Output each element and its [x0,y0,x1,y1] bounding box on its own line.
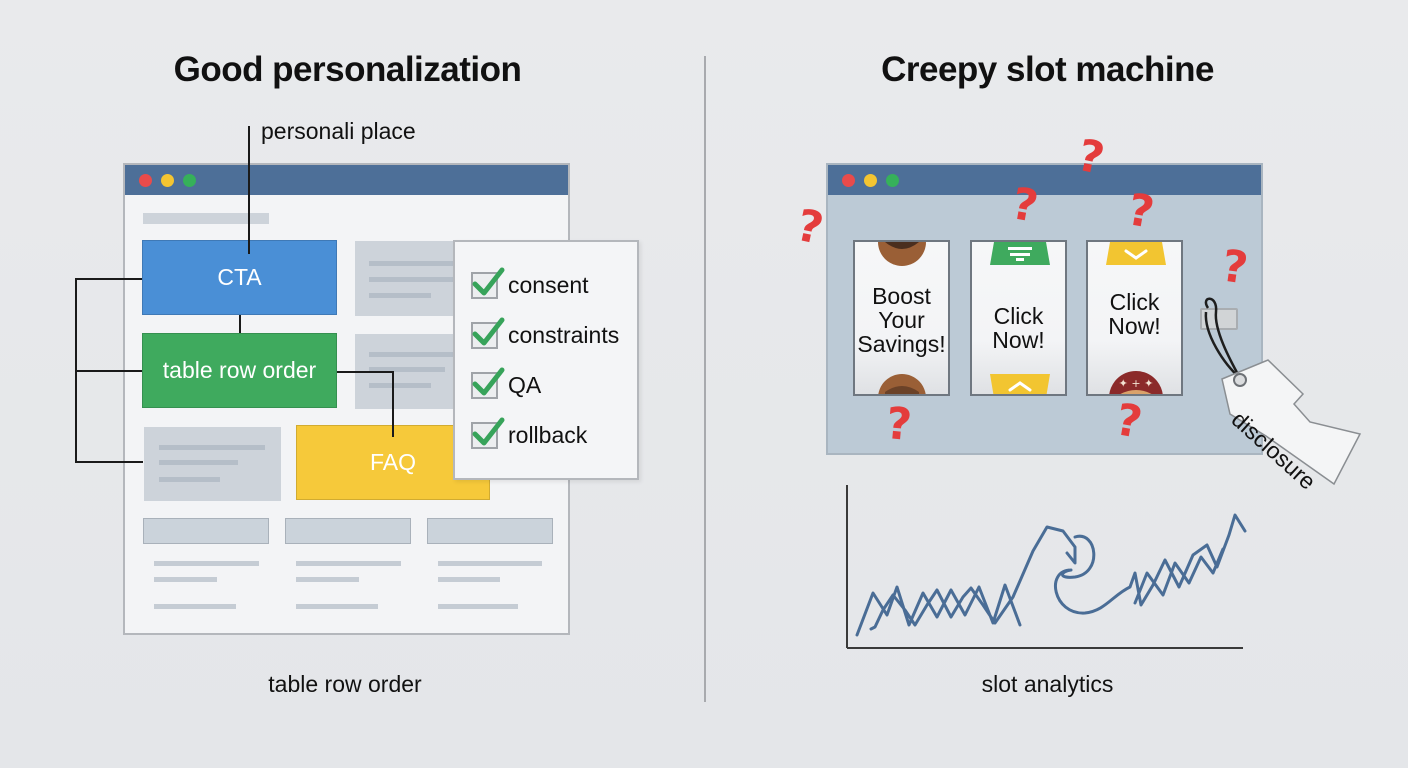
checkbox[interactable] [471,267,505,299]
checklist-item-constraints[interactable]: constraints [471,317,620,352]
connector-line [75,370,142,372]
right-caption: slot analytics [981,671,1114,697]
maximize-dot-icon [183,174,196,187]
left-panel-title: Good personalization [173,50,522,89]
reel-text: Boost Your Savings! [857,283,946,357]
question-mark-icon: ? [883,397,914,452]
table-row-order-label: table row order [162,357,317,383]
checkmark-icon [472,417,505,445]
checkbox[interactable] [471,367,505,399]
connector-line [392,371,394,437]
checkbox[interactable] [471,317,505,349]
window-title-bar [125,165,568,195]
minimize-dot-icon [864,174,877,187]
checkmark-icon [472,367,505,395]
faq-label: FAQ [369,449,416,475]
disclosure-tag-icon [1204,297,1362,486]
checkmark-icon [472,267,505,295]
window-title-bar [828,165,1261,195]
checklist-item-rollback[interactable]: rollback [471,417,588,452]
slot-analytics-chart [846,485,1247,649]
annotation-label: personali place [261,118,416,144]
face-icon [878,242,926,394]
connector-line [239,315,241,333]
content-placeholder [144,427,281,501]
cta-block[interactable]: CTA [142,240,337,315]
checkbox[interactable] [471,417,505,449]
header-placeholder [143,213,269,224]
panel-divider [704,56,706,702]
checklist-label: constraints [508,321,620,348]
reel-text: Click Now! [992,303,1045,353]
svg-text:✦ + ✦: ✦ + ✦ [1119,377,1154,390]
reel-text: Click Now! [1108,289,1161,339]
minimize-dot-icon [161,174,174,187]
checklist-label: QA [508,371,542,398]
green-filter-icon [990,242,1050,394]
checklist-item-qa[interactable]: QA [471,367,542,402]
connector-line [75,278,142,280]
content-placeholder [355,334,465,409]
footer-placeholder [427,518,553,544]
checklist-label: consent [508,271,589,298]
slot-reel-1[interactable]: Boost Your Savings! [853,240,950,396]
footer-placeholder [143,518,269,544]
yellow-down-chevron-icon: ✦ + ✦ [1106,242,1166,394]
slot-reel-2[interactable]: Click Now! [970,240,1067,396]
footer-placeholder [285,518,411,544]
checklist-label: rollback [508,421,588,448]
checkmark-icon [472,317,505,345]
close-dot-icon [139,174,152,187]
table-row-order-block[interactable]: table row order [142,333,337,408]
checklist-item-consent[interactable]: consent [471,267,589,302]
maximize-dot-icon [886,174,899,187]
left-caption: table row order [268,671,422,697]
content-placeholder [355,241,465,316]
annotation-leader-line [248,126,250,254]
cta-label: CTA [217,264,262,290]
close-dot-icon [842,174,855,187]
right-panel-title: Creepy slot machine [881,50,1214,89]
slot-reel-3[interactable]: ✦ + ✦ Click Now! [1086,240,1183,396]
question-mark-icon: ? [792,199,828,256]
connector-line [337,371,394,373]
connector-line [75,461,143,463]
